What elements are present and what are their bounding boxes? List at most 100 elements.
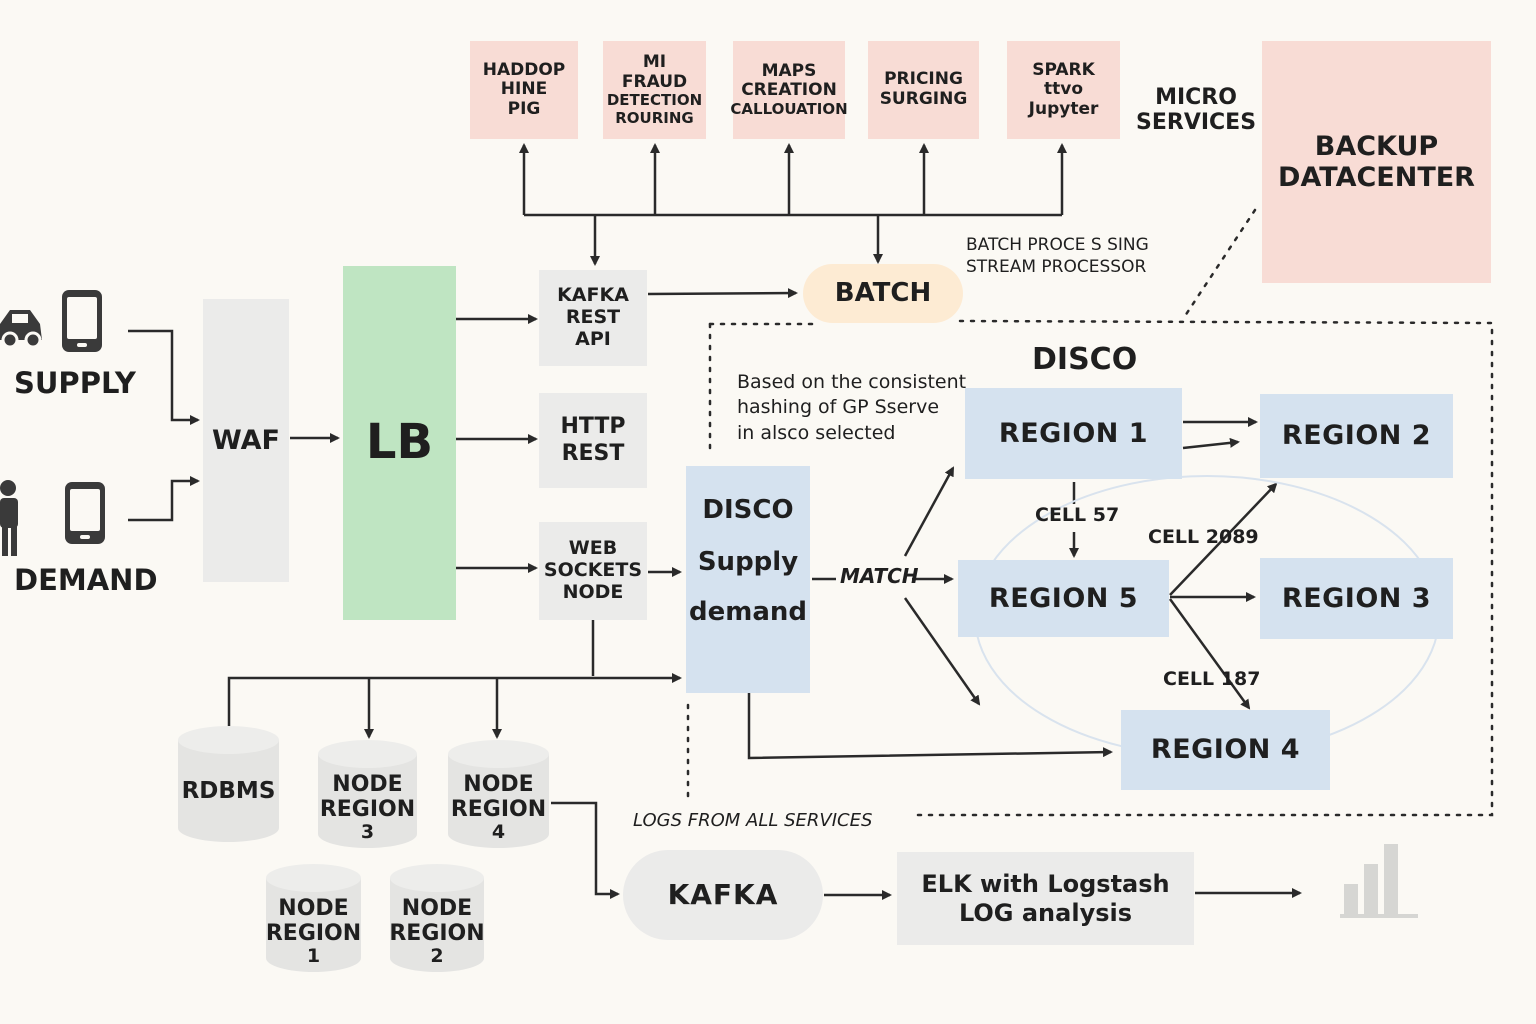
- node-region-1-line-3: 1: [306, 944, 321, 967]
- hadoop-service[interactable]: HADDOP HINE PIG: [470, 41, 578, 139]
- web-sockets-line-1: WEB: [568, 537, 618, 560]
- lb-label: LB: [365, 414, 434, 471]
- batch-caption-line-2: STREAM PROCESSOR: [966, 257, 1147, 278]
- node-region-4-db[interactable]: NODE REGION 4: [448, 740, 549, 848]
- hadoop-line-2: HINE: [500, 79, 548, 100]
- kafka-rest-line-2: REST: [565, 306, 621, 329]
- elk-log-analysis[interactable]: ELK with Logstash LOG analysis: [897, 852, 1194, 945]
- maps-service[interactable]: MAPS CREATION CALLOUATION: [730, 41, 848, 139]
- disco-service-title: DISCO: [702, 495, 794, 525]
- ml-fraud-line-3: DETECTION: [606, 91, 703, 110]
- arrow-kafka-rest-to-batch: [647, 288, 798, 299]
- node-region-4-line-3: 4: [491, 820, 506, 843]
- rdbms-db[interactable]: RDBMS: [178, 726, 279, 842]
- batch-node[interactable]: BATCH: [803, 264, 963, 323]
- web-sockets-node[interactable]: WEB SOCKETS NODE: [539, 522, 647, 620]
- disco-service-line-2: demand: [688, 596, 807, 627]
- bar-chart-icon: [1340, 844, 1418, 918]
- arrow-match-to-region-1: [903, 466, 955, 557]
- http-rest-line-1: HTTP: [560, 414, 626, 440]
- kafka-rest-line-1: KAFKA: [557, 284, 629, 307]
- region-4[interactable]: REGION 4: [1121, 710, 1330, 790]
- disco-note: Based on the consistent hashing of GP Ss…: [737, 370, 966, 446]
- car-icon: [0, 310, 42, 349]
- disco-service-line-1: Supply: [697, 546, 799, 577]
- disco-supply-demand[interactable]: DISCO Supply demand: [686, 466, 810, 693]
- arrow-match-to-region-4: [903, 597, 981, 706]
- node-region-3-line-3: 3: [360, 820, 375, 843]
- pricing-line-2: SURGING: [879, 89, 968, 109]
- node-region-3-line-2: REGION: [319, 796, 416, 822]
- cell-2089-label: CELL 2089: [1148, 526, 1259, 548]
- kafka-label: KAFKA: [667, 877, 779, 911]
- ml-fraud-line-1: MI: [642, 52, 667, 73]
- cell-187-label: CELL 187: [1163, 668, 1261, 690]
- arrow-region5-to-region2: [1169, 482, 1278, 596]
- arrow-demand-to-waf: [128, 476, 200, 522]
- backup-datacenter[interactable]: BACKUP DATACENTER: [1262, 41, 1491, 283]
- region-1-label: REGION 1: [998, 417, 1149, 449]
- kafka-log-queue[interactable]: KAFKA: [623, 850, 823, 940]
- region-5[interactable]: REGION 5: [958, 560, 1169, 637]
- demand-label: DEMAND: [14, 563, 158, 597]
- storage-bus-line: [227, 673, 682, 726]
- hadoop-line-1: HADDOP: [482, 59, 566, 80]
- batch-label: BATCH: [834, 277, 932, 308]
- phone-icon: [65, 482, 105, 544]
- region-2-label: REGION 2: [1281, 420, 1432, 452]
- node-region-3-db[interactable]: NODE REGION 3: [318, 740, 417, 848]
- ml-fraud-service[interactable]: MI FRAUD DETECTION ROURING: [603, 41, 706, 139]
- maps-line-3: CALLOUATION: [730, 99, 848, 118]
- disco-note-line-3: in alsco selected: [737, 421, 896, 444]
- microservices-label-line-1: MICRO: [1155, 85, 1237, 110]
- ml-fraud-line-2: FRAUD: [621, 71, 688, 92]
- hadoop-line-3: PIG: [507, 98, 541, 119]
- backup-link-dotted: [1183, 208, 1257, 318]
- disco-boundary-right: [913, 319, 1494, 817]
- phone-icon: [62, 290, 102, 352]
- region-3[interactable]: REGION 3: [1260, 558, 1453, 639]
- person-icon: [0, 480, 18, 556]
- node-region-2-db[interactable]: NODE REGION 2: [389, 864, 485, 972]
- kafka-rest-line-3: API: [575, 327, 611, 350]
- maps-line-2: CREATION: [741, 80, 837, 101]
- http-rest[interactable]: HTTP REST: [539, 393, 647, 488]
- web-sockets-line-2: SOCKETS: [543, 559, 643, 582]
- spark-service[interactable]: SPARK ttvo Jupyter: [1007, 41, 1120, 139]
- region-4-label: REGION 4: [1150, 734, 1301, 766]
- pricing-service[interactable]: PRICING SURGING: [868, 41, 979, 139]
- disco-note-line-2: hashing of GP Sserve: [737, 396, 940, 419]
- spark-line-3: Jupyter: [1028, 98, 1099, 119]
- cell-57-label: CELL 57: [1035, 504, 1120, 526]
- node-region-2-line-3: 2: [430, 944, 444, 967]
- backup-line-1: BACKUP: [1314, 130, 1439, 162]
- node-region-1-db[interactable]: NODE REGION 1: [266, 864, 361, 972]
- backup-line-2: DATACENTER: [1278, 162, 1475, 193]
- node-region-2-line-1: NODE: [401, 896, 473, 922]
- node-region-4-line-1: NODE: [463, 772, 534, 798]
- arrow-region5-to-region4: [1168, 598, 1251, 710]
- kafka-rest-api[interactable]: KAFKA REST API: [539, 270, 647, 366]
- match-label: MATCH: [840, 564, 919, 588]
- microservices-label-line-2: SERVICES: [1136, 110, 1257, 136]
- waf-box[interactable]: WAF: [203, 299, 289, 582]
- node-region-1-line-1: NODE: [278, 896, 349, 922]
- arrow-disco-to-region-4: [747, 693, 1113, 760]
- node-region-2-line-2: REGION: [389, 920, 485, 946]
- node-region-4-line-2: REGION: [450, 796, 547, 822]
- region-2[interactable]: REGION 2: [1260, 394, 1453, 478]
- arrow-node4-to-kafka: [551, 801, 620, 899]
- batch-caption: BATCH PROCE S SING STREAM PROCESSOR: [966, 234, 1149, 278]
- pricing-line-1: PRICING: [884, 69, 963, 90]
- logs-caption: LOGS FROM ALL SERVICES: [633, 810, 873, 831]
- disco-note-line-1: Based on the consistent: [737, 371, 967, 393]
- rdbms-label: RDBMS: [181, 778, 276, 805]
- ml-fraud-line-4: ROURING: [615, 108, 694, 127]
- arrow-supply-to-waf: [128, 329, 200, 425]
- disco-title: DISCO: [1032, 342, 1138, 377]
- supply-label: SUPPLY: [14, 366, 136, 400]
- node-region-1-line-2: REGION: [265, 920, 362, 946]
- load-balancer[interactable]: LB: [343, 266, 456, 620]
- region-1[interactable]: REGION 1: [965, 388, 1182, 479]
